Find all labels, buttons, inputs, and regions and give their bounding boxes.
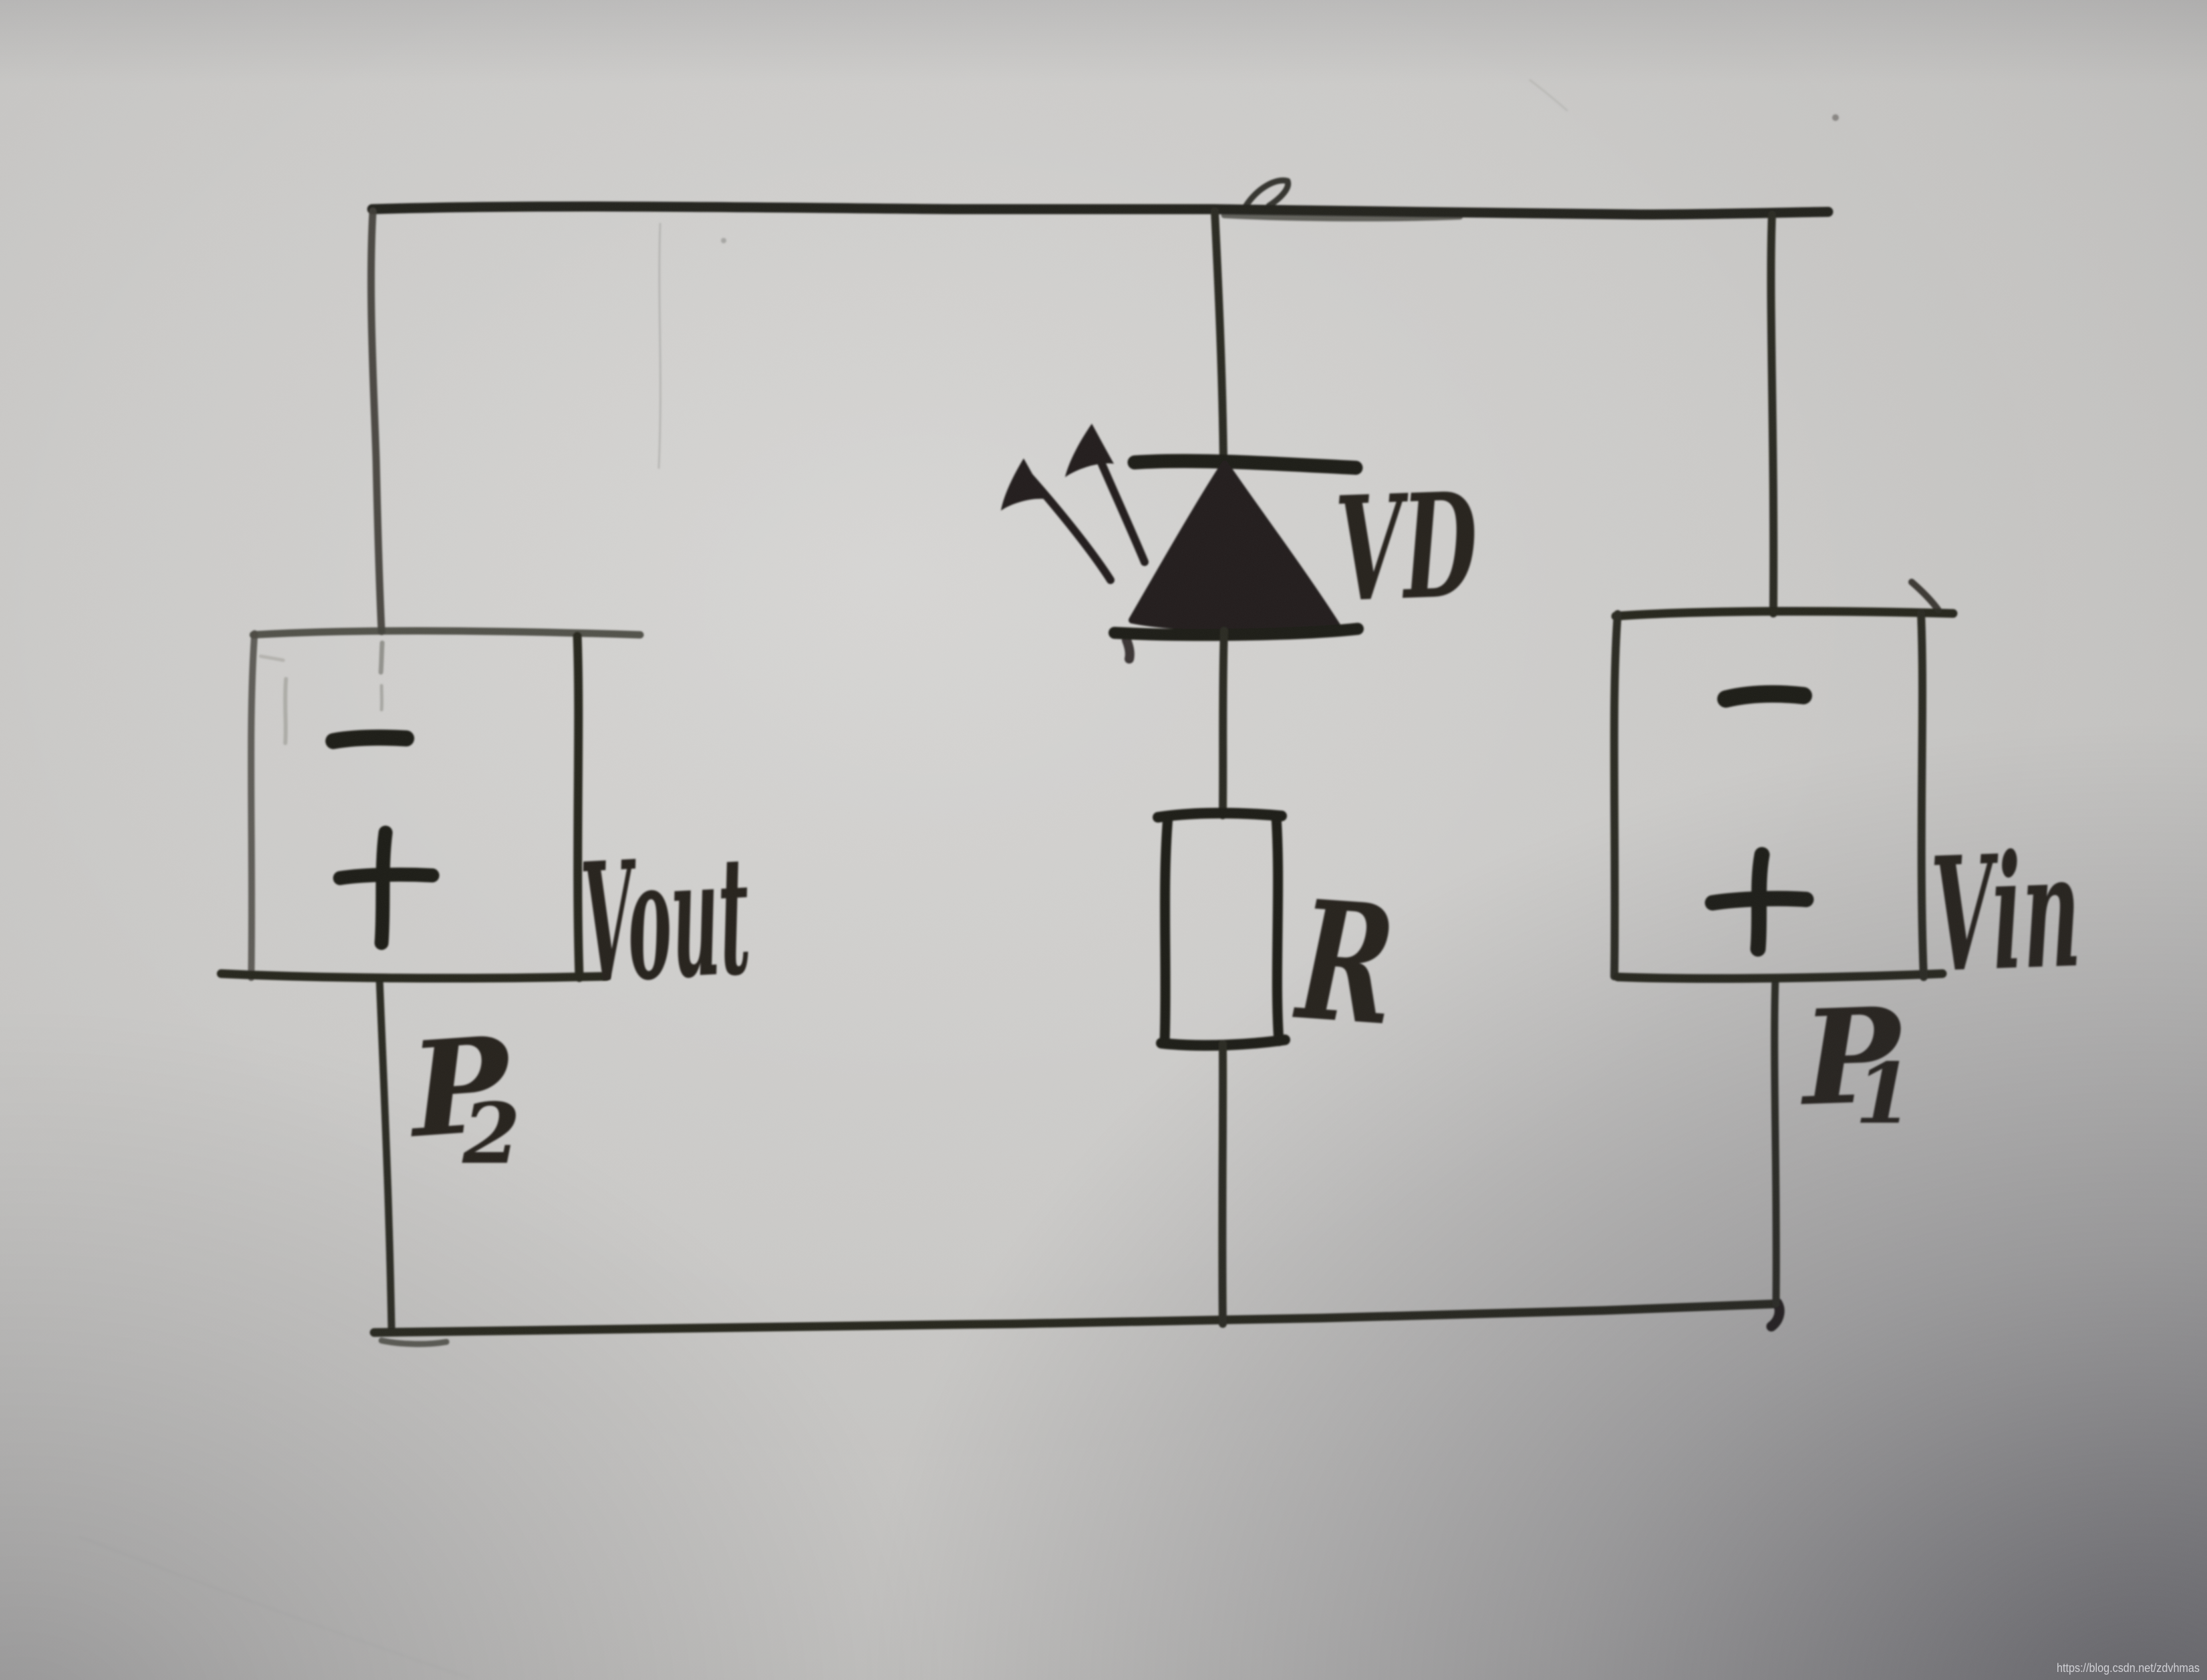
watermark-url-text: https://blog.csdn.net/zdvhmas [2057,1661,2200,1675]
